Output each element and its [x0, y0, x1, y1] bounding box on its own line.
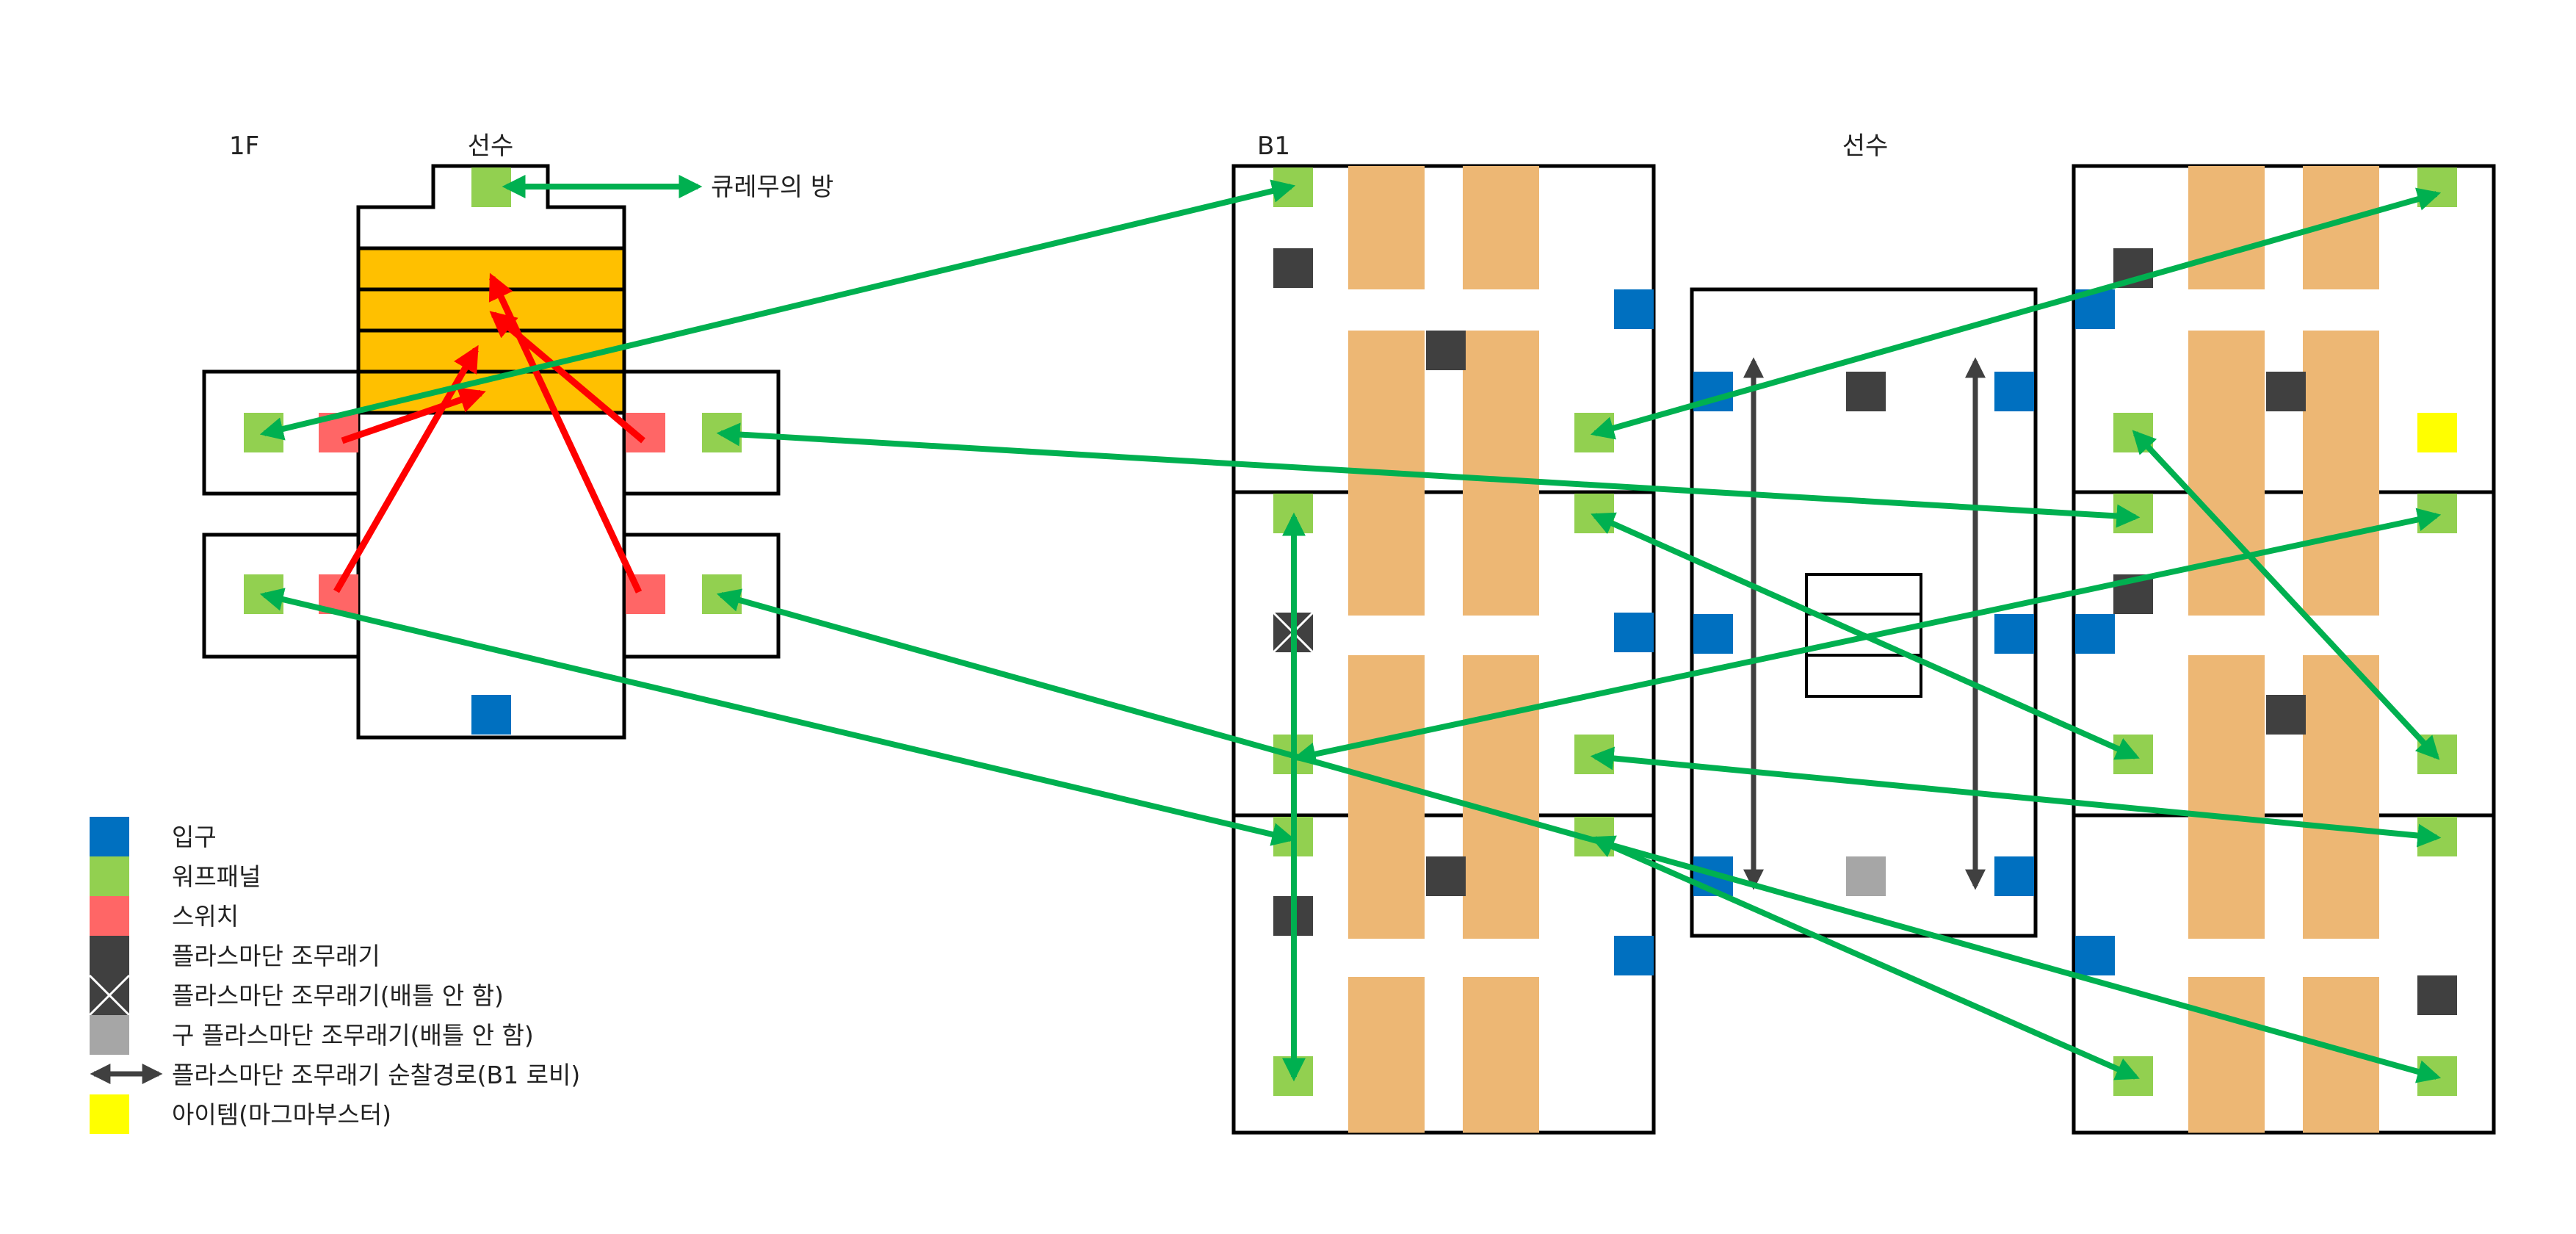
plasma-grunt-icon	[1273, 248, 1313, 288]
legend-item: 아이템(마그마부스터)	[90, 1094, 391, 1134]
legend-switch: 스위치	[90, 896, 239, 936]
floor-b1-label: B1	[1257, 131, 1290, 161]
legend-label: 플라스마단 조무래기 순찰경로(B1 로비)	[172, 1061, 580, 1089]
switch-icon	[90, 896, 129, 936]
legend-label: 구 플라스마단 조무래기(배틀 안 함)	[172, 1021, 534, 1050]
item-icon	[90, 1094, 129, 1134]
warp-panel-icon	[2417, 494, 2457, 533]
warp-link	[259, 179, 1296, 441]
1f-central-hall	[356, 411, 626, 740]
plasma-grunt-icon	[2417, 975, 2457, 1015]
entrance-icon	[471, 695, 511, 735]
crossed-square-icon	[88, 974, 131, 1017]
item-icon	[2417, 413, 2457, 452]
legend-warp: 워프패널	[90, 856, 261, 896]
legend-plasma: 플라스마단 조무래기	[90, 936, 380, 975]
bow-label-b1: 선수	[1842, 131, 1889, 161]
legend-label: 플라스마단 조무래기(배틀 안 함)	[172, 981, 504, 1010]
warp-panel-icon	[2417, 167, 2457, 207]
legend-plasma-no-battle: 플라스마단 조무래기(배틀 안 함)	[88, 974, 504, 1017]
entrance-icon	[1614, 936, 1654, 975]
warp-link	[716, 588, 2442, 1083]
entrance-icon	[1994, 372, 2034, 411]
warp-links	[259, 175, 2442, 1083]
entrance-icon	[1693, 614, 1733, 654]
legend-label: 워프패널	[172, 862, 261, 891]
entrance-icon	[1994, 614, 2034, 654]
old-plasma-grunt-icon	[90, 1015, 129, 1055]
warp-panel-icon	[1574, 735, 1614, 774]
legend-label: 스위치	[172, 902, 239, 931]
entrance-icon	[2075, 936, 2115, 975]
plasma-grunt-icon	[1846, 372, 1886, 411]
legend: 입구 워프패널 스위치 플라스마단 조무래기 플라스마단 조무래기(배틀 안 함…	[88, 817, 580, 1134]
warp-link	[1591, 835, 2140, 1080]
warp-panel-icon	[471, 167, 511, 207]
legend-entrance: 입구	[90, 817, 217, 856]
warp-link	[2132, 430, 2440, 760]
warp-panel-icon	[1574, 494, 1614, 533]
warp-panel-icon	[90, 856, 129, 896]
warp-link	[1590, 187, 2442, 440]
legend-old-plasma: 구 플라스마단 조무래기(배틀 안 함)	[90, 1015, 534, 1055]
legend-label: 아이템(마그마부스터)	[172, 1100, 391, 1129]
plasma-grunt-icon	[90, 936, 129, 975]
legend-patrol: 플라스마단 조무래기 순찰경로(B1 로비)	[90, 1061, 580, 1089]
legend-label: 플라스마단 조무래기	[172, 942, 380, 970]
old-plasma-grunt-icon	[1846, 856, 1886, 896]
entrance-icon	[1994, 856, 2034, 896]
entrance-icon	[90, 817, 129, 856]
warp-panel-icon	[244, 574, 283, 614]
entrance-icon	[2075, 614, 2115, 654]
plasma-grunt-icon	[2266, 372, 2306, 411]
entrance-icon	[1614, 289, 1654, 329]
plasma-grunt-icon	[2266, 695, 2306, 735]
warp-link	[1590, 746, 2442, 848]
floor-b1-east	[2072, 164, 2496, 1135]
entrance-icon	[1614, 613, 1654, 652]
crew-room-label: 큐레무의 방	[711, 173, 833, 202]
warp-link	[716, 422, 2141, 528]
floor-1f-label: 1F	[229, 131, 259, 161]
legend-label: 입구	[172, 823, 217, 851]
bow-label-1f: 선수	[468, 131, 514, 161]
plasma-grunt-icon	[1426, 856, 1466, 896]
plasma-grunt-icon	[1426, 331, 1466, 370]
